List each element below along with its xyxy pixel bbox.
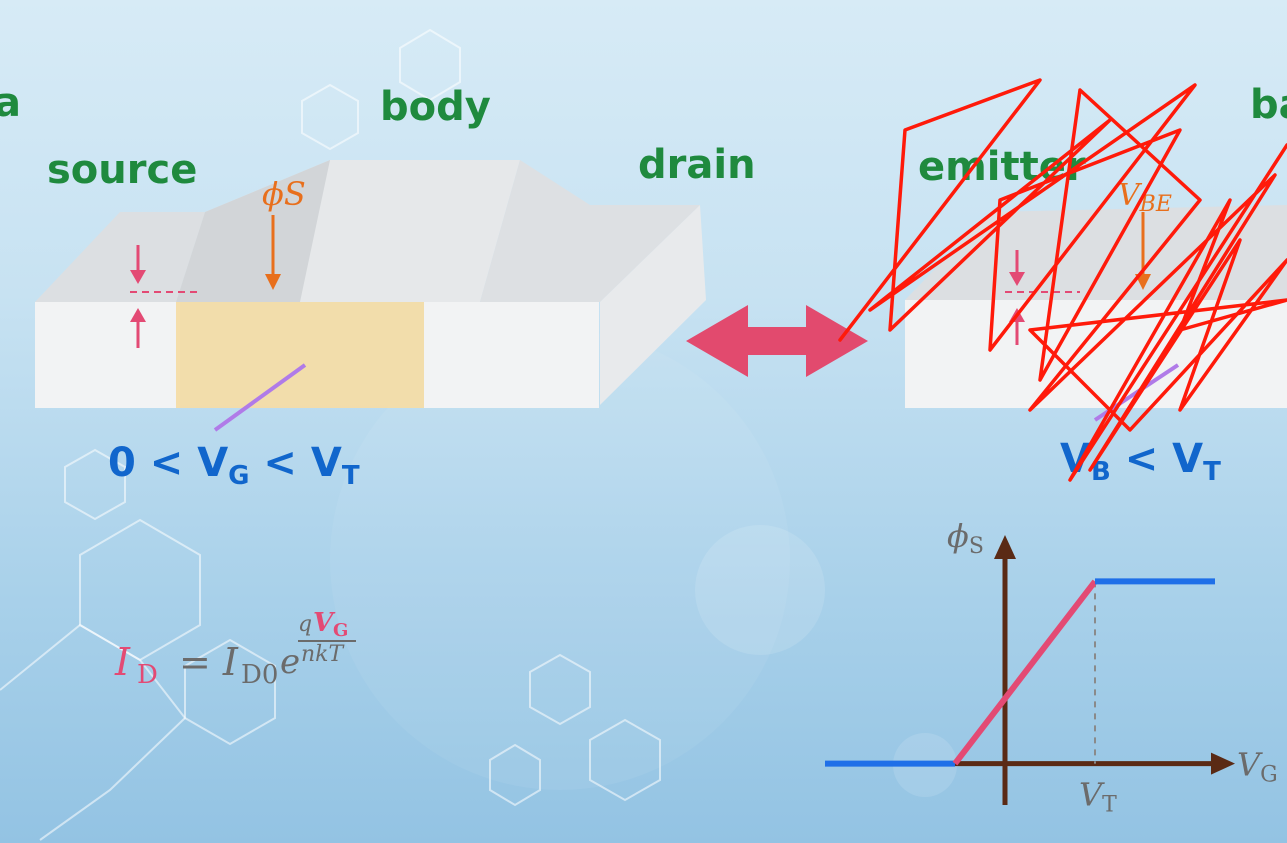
base-label-partial: ba [1250, 82, 1287, 128]
equation-rhs-sub: D0 [241, 660, 279, 690]
scribble-stroke [838, 78, 1287, 482]
exponent-q: q [298, 612, 313, 637]
exponent-v: V [313, 608, 334, 638]
drain-top-face [480, 160, 700, 302]
phi-s-arrowhead [265, 274, 281, 290]
bjt-top-face [905, 205, 1287, 300]
hex-decoration [399, 28, 461, 102]
bubble-decoration [330, 330, 790, 790]
exponent-fraction-bar [298, 640, 356, 642]
equation-rhs: = I [179, 640, 238, 684]
x-axis-label: VG [1237, 746, 1278, 788]
chart-series-group [825, 578, 1215, 767]
source-top-face [35, 212, 205, 302]
hex-decoration [589, 718, 661, 802]
drain-label: drain [638, 142, 756, 188]
source-label: source [47, 147, 197, 193]
depth-arrowhead-bottom [130, 308, 146, 322]
x-axis-arrowhead [1211, 752, 1235, 775]
source-front-face [35, 302, 180, 408]
body-left-slope [176, 160, 330, 302]
equation-exp-base: e [280, 642, 301, 682]
hex-decoration [301, 83, 359, 151]
hex-decoration [184, 638, 276, 746]
gate-condition: 0 < VG < VT [108, 440, 360, 491]
depth-arrowhead-top [130, 270, 146, 284]
drain-front-face [424, 302, 599, 408]
equation-lhs-sub: D [137, 660, 158, 690]
y-axis-label: ϕS [947, 517, 984, 559]
hex-decoration [64, 448, 126, 521]
channel-region [176, 300, 426, 408]
emitter-label: emitter [918, 144, 1086, 190]
phi-s-label: ϕS [262, 175, 306, 213]
chain-decoration [0, 623, 187, 841]
bubble-decoration [695, 525, 825, 655]
y-axis-arrowhead [994, 535, 1016, 559]
exponent-g: G [333, 620, 349, 641]
cut-left-label: a [0, 80, 21, 126]
current-equation: I D = I D0 e q V G nkT [115, 608, 385, 690]
double-arrow-icon [686, 305, 868, 377]
vt-tick-label: VT [1079, 776, 1117, 818]
bjt-depth-arrowhead-top [1009, 272, 1025, 286]
vbe-label: VBE [1118, 178, 1172, 217]
gate-lead-line [213, 363, 307, 432]
hex-decoration [529, 653, 591, 726]
hex-decoration [489, 743, 541, 807]
chart-series-1 [952, 579, 1098, 766]
equation-lhs: I [115, 640, 131, 684]
exponent-denominator: nkT [301, 642, 344, 667]
drain-side-face [600, 205, 706, 405]
body-label: body [380, 84, 491, 130]
